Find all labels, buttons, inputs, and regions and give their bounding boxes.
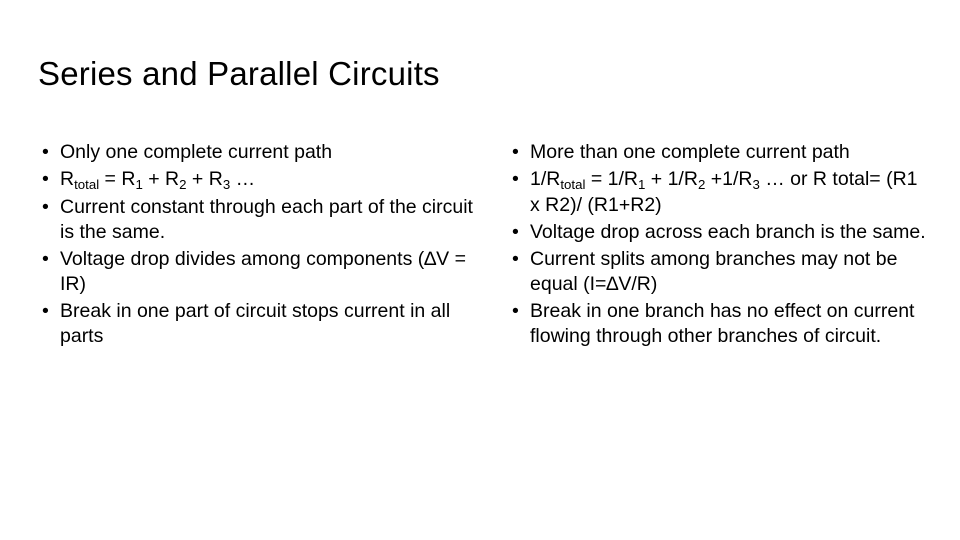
list-item-label: Rtotal = R1 + R2 + R3 … (60, 168, 256, 192)
bullet-dot-icon: • (42, 196, 49, 218)
list-item-label: Current constant through each part of th… (60, 196, 473, 243)
parallel-bullet-list: • More than one complete current path • 1/R… (508, 140, 928, 349)
bullet-dot-icon: • (512, 141, 519, 163)
parallel-column: • More than one complete current path • 1/R… (488, 140, 928, 351)
list-item-label: 1/Rtotal = 1/R1 + 1/R2 +1/R3 … or R tota… (530, 168, 918, 216)
list-item-label: More than one complete current path (530, 141, 850, 163)
list-item-label: Voltage drop across each branch is the s… (530, 221, 926, 243)
bullet-dot-icon: • (512, 168, 519, 190)
list-item: • Voltage drop divides among components (… (38, 247, 480, 297)
list-item: • Break in one part of circuit stops curr… (38, 299, 480, 349)
list-item-label: Break in one branch has no effect on cur… (530, 300, 915, 347)
list-item: • More than one complete current path (508, 140, 928, 165)
bullet-dot-icon: • (42, 300, 49, 322)
series-column: • Only one complete current path • Rtotal =… (38, 140, 488, 351)
bullet-dot-icon: • (42, 168, 49, 190)
list-item: • Break in one branch has no effect on cu… (508, 299, 928, 349)
page-title: Series and Parallel Circuits (38, 55, 440, 92)
list-item: • Voltage drop across each branch is the … (508, 220, 928, 245)
list-item-label: Voltage drop divides among components (∆… (60, 248, 466, 295)
list-item-label: Only one complete current path (60, 141, 333, 163)
list-item: • Rtotal = R1 + R2 + R3 … (38, 167, 480, 193)
list-item: • 1/Rtotal = 1/R1 + 1/R2 +1/R3 … or R tot… (508, 167, 928, 218)
list-item-label: Current splits among branches may not be… (530, 248, 898, 295)
list-item: • Current constant through each part of t… (38, 195, 480, 245)
content-columns: • Only one complete current path • Rtotal =… (38, 140, 928, 351)
list-item-label: Break in one part of circuit stops curre… (60, 300, 451, 347)
bullet-dot-icon: • (512, 221, 519, 243)
bullet-dot-icon: • (42, 248, 49, 270)
list-item: • Current splits among branches may not b… (508, 247, 928, 297)
bullet-dot-icon: • (512, 248, 519, 270)
bullet-dot-icon: • (512, 300, 519, 322)
series-bullet-list: • Only one complete current path • Rtotal =… (38, 140, 480, 349)
list-item: • Only one complete current path (38, 140, 480, 165)
bullet-dot-icon: • (42, 141, 49, 163)
